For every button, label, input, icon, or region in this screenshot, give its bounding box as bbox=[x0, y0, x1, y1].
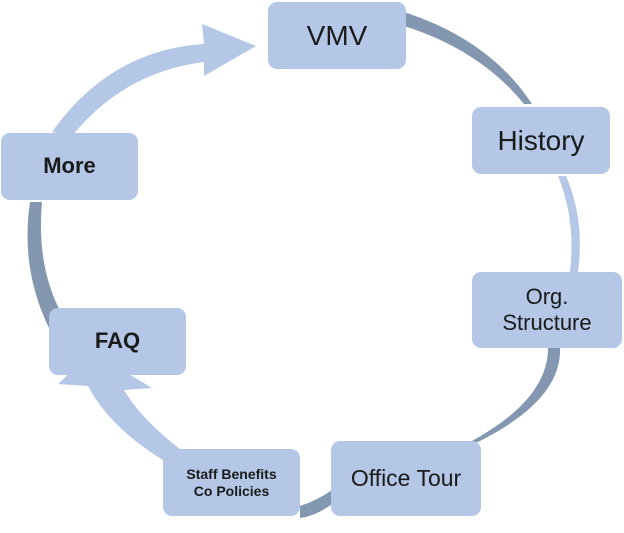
node-org-structure-line-2: Structure bbox=[502, 310, 592, 335]
arrow-org-to-tour bbox=[470, 348, 561, 442]
node-org-structure-line-1: Org. bbox=[525, 283, 569, 309]
node-faq-label: FAQ bbox=[94, 328, 141, 354]
node-staff-benefits-line-1: Staff Benefits bbox=[186, 465, 277, 482]
node-vmv-label: VMV bbox=[306, 19, 368, 51]
arrow-more-to-vmv bbox=[52, 24, 256, 136]
node-vmv: VMV bbox=[268, 2, 406, 69]
node-office-tour: Office Tour bbox=[331, 441, 481, 516]
node-office-tour-label: Office Tour bbox=[350, 464, 462, 491]
node-more-label: More bbox=[43, 153, 96, 179]
node-history-label: History bbox=[497, 124, 585, 156]
node-staff-benefits: Staff Benefits Co Policies bbox=[163, 449, 300, 516]
node-staff-benefits-line-2: Co Policies bbox=[193, 482, 270, 499]
arrow-history-to-org bbox=[558, 176, 580, 272]
arrow-tour-to-staff bbox=[300, 490, 332, 518]
node-org-structure: Org. Structure bbox=[472, 272, 622, 348]
arrow-vmv-to-history bbox=[404, 12, 532, 104]
node-faq: FAQ bbox=[49, 308, 186, 375]
node-more: More bbox=[1, 133, 138, 200]
node-history: History bbox=[472, 107, 610, 174]
arrow-faq-to-more bbox=[27, 202, 64, 330]
arrow-staff-to-faq bbox=[58, 352, 180, 462]
